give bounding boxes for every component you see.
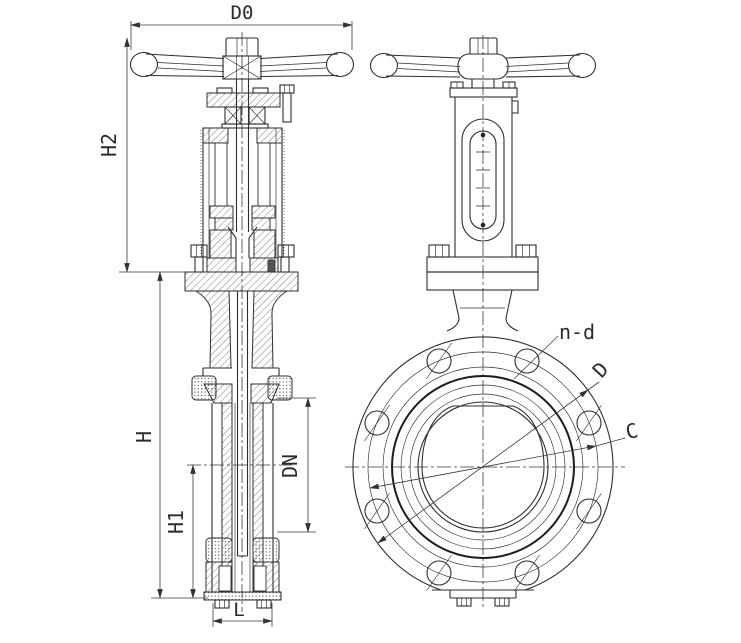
- right-view-front: n-d D C: [345, 35, 640, 610]
- dimension-DN: DN: [277, 397, 316, 533]
- gland-bolt: [277, 244, 295, 258]
- left-view-section: D0 H2 H H1 DN L: [97, 2, 355, 627]
- gland-bolt: [190, 244, 208, 258]
- stem-nut: [469, 37, 498, 54]
- dimension-D0: D0: [130, 2, 353, 50]
- handwheel-front: [369, 37, 597, 80]
- indicator-pin: [480, 132, 486, 138]
- label-H2: H2: [97, 133, 121, 157]
- label-n-d: n-d: [559, 320, 595, 344]
- indicator-pin: [480, 222, 486, 228]
- upper-seat: [191, 375, 293, 404]
- yoke-top: [206, 84, 295, 129]
- dimension-L: L: [212, 599, 273, 627]
- label-DN: DN: [278, 454, 302, 478]
- guide-column: [257, 142, 271, 207]
- dimension-H1: H1: [164, 464, 196, 599]
- bottom-bolt: [256, 599, 272, 609]
- indicator-slot-outer: [461, 118, 505, 242]
- flange-bolt: [428, 244, 450, 258]
- yoke-tube: [200, 127, 285, 258]
- drain-pin: [267, 259, 276, 273]
- dimension-H: H: [132, 271, 163, 599]
- guide-column: [214, 142, 228, 207]
- bottom-bolt: [214, 599, 230, 609]
- packing-gland: [190, 226, 295, 273]
- body-neck: [194, 290, 289, 376]
- bottom-plate: [203, 591, 282, 601]
- handwheel: [129, 37, 355, 80]
- scale-ticks: [476, 151, 490, 207]
- dimension-H2: H2: [97, 37, 130, 273]
- pedestal-bolt: [456, 597, 472, 607]
- label-L: L: [233, 599, 244, 621]
- label-D0: D0: [231, 2, 254, 24]
- neck-front: [446, 289, 519, 332]
- dimension-C: C: [369, 418, 640, 490]
- flange-bolt: [515, 244, 537, 258]
- flange-outer-circle: [352, 336, 614, 591]
- stem-nut: [225, 37, 259, 56]
- yoke-notch: [512, 100, 519, 114]
- label-C: C: [623, 418, 640, 444]
- gate-plate: [236, 291, 249, 557]
- bolt-circle: [367, 351, 599, 583]
- label-D: D: [588, 357, 614, 382]
- indicator-slot-inner: [469, 130, 497, 230]
- yoke-front: [449, 79, 519, 257]
- bonnet-flange: [184, 271, 299, 292]
- label-H: H: [132, 431, 156, 443]
- side-bolt: [279, 84, 295, 94]
- label-H1: H1: [164, 510, 188, 534]
- pedestal-bolt: [494, 597, 510, 607]
- wheel-hub: [222, 55, 262, 80]
- dimension-n-d: n-d: [559, 320, 595, 344]
- lower-seat: [203, 537, 282, 609]
- yoke-flange: [426, 244, 539, 291]
- wheel-hub: [457, 53, 509, 80]
